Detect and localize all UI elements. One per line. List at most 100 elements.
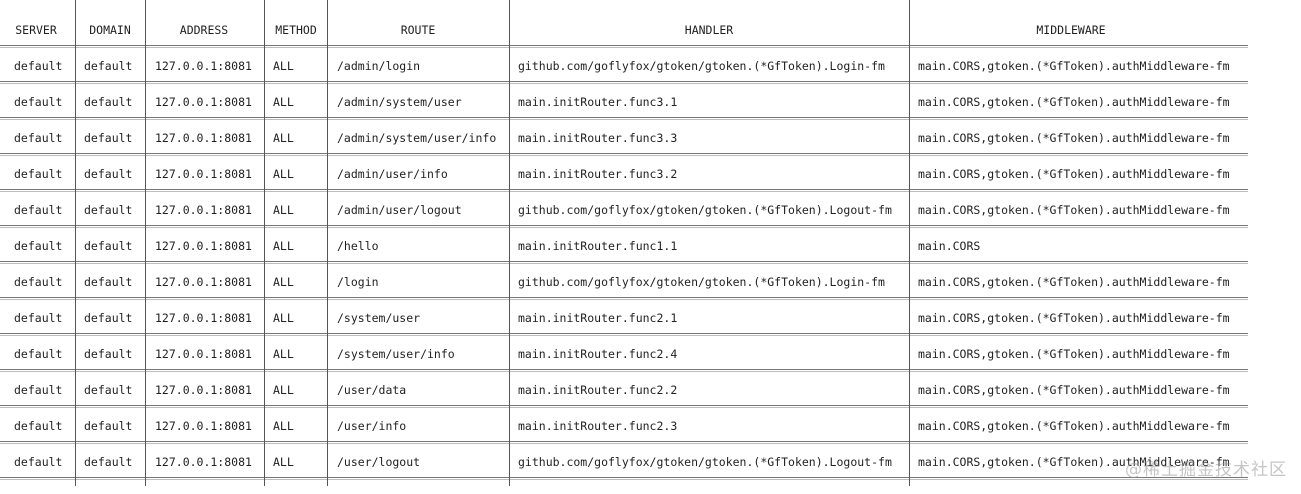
table-row: default default 127.0.0.1:8081 ALL /admi… bbox=[0, 84, 1250, 120]
row-separator bbox=[0, 477, 1248, 478]
row-separator bbox=[0, 261, 1248, 262]
table-row: default default 127.0.0.1:8081 ALL /user… bbox=[0, 408, 1250, 444]
cell-server: default bbox=[14, 419, 63, 433]
row-separator bbox=[0, 441, 1248, 442]
cell-middleware: main.CORS,gtoken.(*GfToken).authMiddlewa… bbox=[918, 383, 1230, 397]
table-row: default default 127.0.0.1:8081 ALL /admi… bbox=[0, 192, 1250, 228]
watermark: @稀土掘金技术社区 bbox=[1125, 460, 1287, 480]
cell-server: default bbox=[14, 311, 63, 325]
cell-route: /system/user bbox=[337, 311, 421, 325]
cell-domain: default bbox=[84, 95, 133, 109]
table-header-row: SERVER DOMAIN ADDRESS METHOD ROUTE HANDL… bbox=[0, 12, 1250, 48]
table-row: default default 127.0.0.1:8081 ALL /hell… bbox=[0, 228, 1250, 264]
cell-address: 127.0.0.1:8081 bbox=[155, 59, 252, 73]
row-separator bbox=[0, 81, 1248, 82]
cell-domain: default bbox=[84, 311, 133, 325]
cell-middleware: main.CORS,gtoken.(*GfToken).authMiddlewa… bbox=[918, 275, 1230, 289]
cell-server: default bbox=[14, 383, 63, 397]
cell-domain: default bbox=[84, 455, 133, 469]
cell-handler: github.com/goflyfox/gtoken/gtoken.(*GfTo… bbox=[518, 275, 885, 289]
cell-address: 127.0.0.1:8081 bbox=[155, 95, 252, 109]
table-row: default default 127.0.0.1:8081 ALL /admi… bbox=[0, 48, 1250, 84]
cell-middleware: main.CORS,gtoken.(*GfToken).authMiddlewa… bbox=[918, 419, 1230, 433]
cell-route: /hello bbox=[337, 239, 379, 253]
cell-handler: main.initRouter.func2.3 bbox=[518, 419, 678, 433]
cell-server: default bbox=[14, 347, 63, 361]
header-server: SERVER bbox=[15, 23, 57, 37]
row-separator bbox=[0, 189, 1248, 190]
cell-middleware: main.CORS,gtoken.(*GfToken).authMiddlewa… bbox=[918, 347, 1230, 361]
cell-domain: default bbox=[84, 419, 133, 433]
table-row: default default 127.0.0.1:8081 ALL /syst… bbox=[0, 300, 1250, 336]
column-separator bbox=[509, 0, 510, 486]
cell-address: 127.0.0.1:8081 bbox=[155, 347, 252, 361]
cell-route: /system/user/info bbox=[337, 347, 455, 361]
cell-method: ALL bbox=[273, 347, 294, 361]
table-row: default default 127.0.0.1:8081 ALL /admi… bbox=[0, 120, 1250, 156]
cell-handler: main.initRouter.func3.1 bbox=[518, 95, 678, 109]
cell-address: 127.0.0.1:8081 bbox=[155, 167, 252, 181]
header-domain: DOMAIN bbox=[89, 23, 131, 37]
cell-handler: main.initRouter.func2.4 bbox=[518, 347, 678, 361]
row-separator bbox=[0, 225, 1248, 226]
header-address: ADDRESS bbox=[179, 23, 229, 37]
cell-middleware: main.CORS bbox=[918, 239, 981, 253]
cell-handler: main.initRouter.func2.2 bbox=[518, 383, 678, 397]
cell-handler: main.initRouter.func3.3 bbox=[518, 131, 678, 145]
cell-method: ALL bbox=[273, 95, 294, 109]
cell-server: default bbox=[14, 239, 63, 253]
header-middleware: MIDDLEWARE bbox=[1036, 23, 1106, 37]
cell-middleware: main.CORS,gtoken.(*GfToken).authMiddlewa… bbox=[918, 59, 1230, 73]
cell-middleware: main.CORS,gtoken.(*GfToken).authMiddlewa… bbox=[918, 455, 1230, 469]
table-row: default default 127.0.0.1:8081 ALL /admi… bbox=[0, 156, 1250, 192]
cell-server: default bbox=[14, 275, 63, 289]
table-row: default default 127.0.0.1:8081 ALL /logi… bbox=[0, 264, 1250, 300]
cell-address: 127.0.0.1:8081 bbox=[155, 455, 252, 469]
cell-handler: main.initRouter.func1.1 bbox=[518, 239, 678, 253]
cell-method: ALL bbox=[273, 167, 294, 181]
cell-server: default bbox=[14, 203, 63, 217]
header-method: METHOD bbox=[275, 23, 317, 37]
column-separator bbox=[264, 0, 265, 486]
header-handler: HANDLER bbox=[684, 23, 734, 37]
table-row: default default 127.0.0.1:8081 ALL /user… bbox=[0, 444, 1250, 480]
table-row: default default 127.0.0.1:8081 ALL /syst… bbox=[0, 336, 1250, 372]
cell-address: 127.0.0.1:8081 bbox=[155, 275, 252, 289]
cell-route: /admin/user/info bbox=[337, 167, 448, 181]
cell-middleware: main.CORS,gtoken.(*GfToken).authMiddlewa… bbox=[918, 311, 1230, 325]
row-separator bbox=[0, 333, 1248, 334]
table-row: default default 127.0.0.1:8081 ALL /user… bbox=[0, 372, 1250, 408]
cell-middleware: main.CORS,gtoken.(*GfToken).authMiddlewa… bbox=[918, 95, 1230, 109]
row-separator bbox=[0, 45, 1248, 46]
column-separator bbox=[909, 0, 910, 486]
cell-middleware: main.CORS,gtoken.(*GfToken).authMiddlewa… bbox=[918, 203, 1230, 217]
cell-route: /login bbox=[337, 275, 379, 289]
row-separator bbox=[0, 297, 1248, 298]
cell-route: /user/data bbox=[337, 383, 407, 397]
row-separator bbox=[0, 117, 1248, 118]
cell-address: 127.0.0.1:8081 bbox=[155, 383, 252, 397]
cell-method: ALL bbox=[273, 203, 294, 217]
cell-middleware: main.CORS,gtoken.(*GfToken).authMiddlewa… bbox=[918, 167, 1230, 181]
cell-domain: default bbox=[84, 275, 133, 289]
row-separator bbox=[0, 405, 1248, 406]
cell-domain: default bbox=[84, 59, 133, 73]
cell-domain: default bbox=[84, 347, 133, 361]
cell-route: /admin/system/user/info bbox=[337, 131, 497, 145]
cell-server: default bbox=[14, 455, 63, 469]
cell-route: /user/logout bbox=[337, 455, 421, 469]
cell-address: 127.0.0.1:8081 bbox=[155, 419, 252, 433]
cell-method: ALL bbox=[273, 311, 294, 325]
cell-method: ALL bbox=[273, 455, 294, 469]
cell-domain: default bbox=[84, 383, 133, 397]
cell-address: 127.0.0.1:8081 bbox=[155, 131, 252, 145]
cell-method: ALL bbox=[273, 419, 294, 433]
cell-server: default bbox=[14, 59, 63, 73]
cell-server: default bbox=[14, 131, 63, 145]
cell-handler: github.com/goflyfox/gtoken/gtoken.(*GfTo… bbox=[518, 59, 885, 73]
cell-address: 127.0.0.1:8081 bbox=[155, 203, 252, 217]
cell-method: ALL bbox=[273, 131, 294, 145]
row-separator bbox=[0, 153, 1248, 154]
cell-route: /admin/user/logout bbox=[337, 203, 462, 217]
column-separator bbox=[327, 0, 328, 486]
